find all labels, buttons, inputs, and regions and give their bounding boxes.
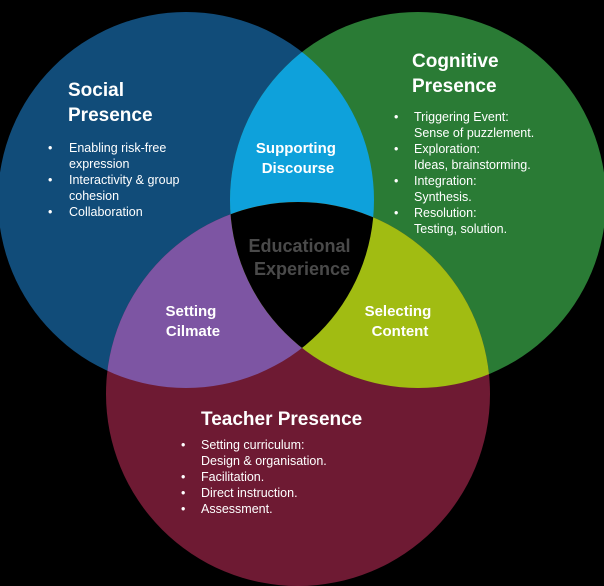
social-title: Social Presence (68, 80, 153, 126)
teacher-bullet-1-line-2: Design & organisation. (201, 454, 327, 468)
teacher-title: Teacher Presence (201, 409, 362, 430)
overlap-label-line: Discourse (262, 160, 335, 177)
bullet-dot: • (181, 486, 185, 500)
setting-climate-region (106, 202, 374, 388)
bullet-dot: • (48, 173, 52, 187)
overlap-label-line: Content (372, 323, 429, 340)
teacher-bullet-2-line-1: Facilitation. (201, 470, 264, 484)
selecting-content-label: Selecting Content (365, 303, 436, 340)
bullet-dot: • (48, 205, 52, 219)
social-bullet-1-line-1: Enabling risk-free (69, 141, 166, 155)
overlap-label-line: Cilmate (166, 323, 220, 340)
social-bullet-1-line-2: expression (69, 157, 129, 171)
supporting-discourse-label: Supporting Discourse (256, 140, 340, 177)
teacher-presence-group: Teacher Presence • Setting curriculum: D… (181, 409, 362, 516)
cognitive-bullet-1-line-2: Sense of puzzlement. (414, 126, 534, 140)
cognitive-bullet-4-line-2: Testing, solution. (414, 222, 507, 236)
cognitive-bullet-2-line-2: Ideas, brainstorming. (414, 158, 531, 172)
social-bullet-2-line-2: cohesion (69, 189, 119, 203)
bullet-dot: • (394, 174, 398, 188)
overlap-label-line: Selecting (365, 303, 432, 320)
setting-climate-label: Setting Cilmate (165, 303, 220, 340)
teacher-bullet-1-line-1: Setting curriculum: (201, 438, 305, 452)
bullet-dot: • (394, 142, 398, 156)
cognitive-bullet-3-line-2: Synthesis. (414, 190, 472, 204)
cognitive-bullet-1-line-1: Triggering Event: (414, 110, 509, 124)
overlap-label-line: Setting (165, 303, 216, 320)
social-title-line: Presence (68, 105, 153, 126)
bullet-dot: • (181, 438, 185, 452)
educational-experience-label: Educational Experience (248, 236, 355, 279)
teacher-bullet-4-line-1: Assessment. (201, 502, 273, 516)
cognitive-bullet-2-line-1: Exploration: (414, 142, 480, 156)
cognitive-bullet-3-line-1: Integration: (414, 174, 477, 188)
cognitive-presence-group: Cognitive Presence • Triggering Event: S… (394, 51, 534, 236)
bullet-dot: • (394, 110, 398, 124)
cognitive-title: Cognitive Presence (412, 51, 504, 97)
bullet-dot: • (48, 141, 52, 155)
social-bullet-2-line-1: Interactivity & group (69, 173, 180, 187)
cognitive-title-line: Presence (412, 76, 497, 97)
bullet-dot: • (181, 502, 185, 516)
social-presence-group: Social Presence • Enabling risk-free exp… (48, 80, 180, 219)
center-label-line: Educational (248, 236, 350, 256)
social-title-line: Social (68, 80, 124, 101)
social-bullet-3-line-1: Collaboration (69, 205, 143, 219)
cognitive-title-line: Cognitive (412, 51, 499, 72)
overlap-label-line: Supporting (256, 140, 336, 157)
bullet-dot: • (394, 206, 398, 220)
cognitive-bullet-4-line-1: Resolution: (414, 206, 477, 220)
selecting-content-region (230, 202, 490, 388)
bullet-dot: • (181, 470, 185, 484)
teacher-bullet-3-line-1: Direct instruction. (201, 486, 298, 500)
center-label-line: Experience (254, 259, 350, 279)
